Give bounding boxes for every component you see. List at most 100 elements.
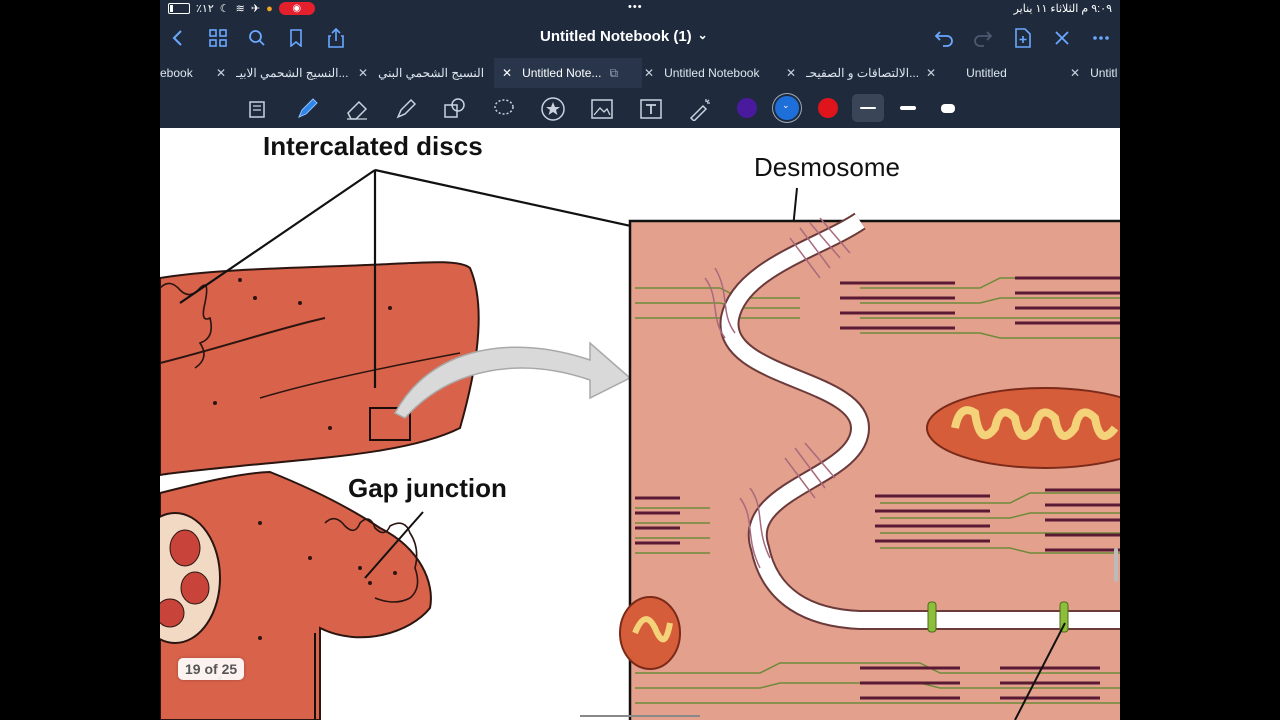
grid-view-button[interactable] — [206, 26, 230, 50]
label-intercalated-discs: Intercalated discs — [263, 131, 483, 161]
mitochondrion-small — [619, 596, 681, 670]
page-indicator[interactable]: 19 of 25 — [178, 658, 245, 680]
multitask-dots[interactable]: ••• — [628, 1, 643, 13]
image-tool[interactable] — [589, 96, 615, 122]
magnified-panel — [628, 219, 1120, 720]
share-button[interactable] — [324, 26, 348, 50]
label-line-gap — [364, 511, 424, 579]
back-button[interactable] — [166, 26, 190, 50]
muscle-fiber-upper — [160, 261, 480, 477]
airplane-icon: ✈ — [250, 3, 261, 15]
fiber-branch — [160, 317, 326, 364]
drawing-toolbar: ⌄ — [160, 88, 1120, 128]
tab-label: ebook — [160, 66, 193, 80]
add-page-icon — [1015, 28, 1031, 48]
zoom-region-box — [369, 407, 411, 441]
redo-button[interactable] — [971, 26, 995, 50]
pen-tool[interactable] — [294, 96, 320, 122]
close-tab-icon[interactable]: ✕ — [502, 66, 513, 80]
sticker-tool[interactable] — [540, 96, 566, 122]
dot-icon: ● — [266, 2, 273, 15]
search-button[interactable] — [245, 26, 269, 50]
color-swatch-red[interactable] — [818, 98, 838, 118]
more-button[interactable] — [1089, 26, 1113, 50]
shapes-icon — [444, 98, 465, 118]
mitochondrion — [926, 387, 1120, 469]
battery-percent: ٪١٢ — [196, 3, 214, 15]
gap-junction-zigzag — [324, 517, 419, 603]
laser-pointer-tool[interactable] — [687, 96, 713, 122]
tab-label: Untitled Note... — [522, 66, 602, 80]
intercalated-disc-zigzag — [160, 282, 213, 369]
chevron-down-icon: ⌄ — [697, 28, 708, 42]
color-swatch-blue-selected[interactable]: ⌄ — [775, 96, 799, 120]
notebook-title-text: Untitled Notebook (1) — [540, 28, 692, 45]
tab-label: النسيج الشحمي الابيـ... — [236, 66, 349, 80]
tab-7[interactable]: ✕ Untitled — [926, 58, 1066, 88]
tab-8[interactable]: ✕ Untitl — [1070, 58, 1120, 88]
eraser-tool[interactable] — [344, 96, 370, 122]
shape-tool[interactable] — [442, 96, 468, 122]
laser-pointer-icon — [689, 99, 710, 121]
grid-icon — [209, 29, 227, 47]
search-icon — [249, 30, 265, 46]
chevron-down-icon: ⌄ — [782, 100, 790, 110]
redo-icon — [974, 31, 993, 47]
undo-icon — [934, 31, 953, 47]
tab-label: Untitled Notebook — [664, 66, 760, 80]
recording-indicator[interactable]: ◉ — [278, 2, 315, 15]
more-icon — [1093, 36, 1109, 40]
lasso-icon — [494, 99, 514, 115]
stroke-width-thick[interactable] — [932, 94, 964, 122]
notebook-page[interactable]: Intercalated discs Desmosome Gap junctio… — [160, 128, 1120, 720]
tab-active[interactable]: ✕ Untitled Note... ⧉ — [494, 58, 642, 88]
image-icon — [591, 99, 613, 119]
close-tab-icon[interactable]: ✕ — [216, 66, 227, 80]
tab-1[interactable]: ebook — [160, 58, 220, 88]
thick-filaments — [635, 276, 1120, 700]
stroke-width-medium[interactable] — [892, 94, 924, 122]
close-tab-icon[interactable]: ✕ — [786, 66, 797, 80]
stroke-width-thin[interactable] — [852, 94, 884, 122]
star-sticker-icon — [541, 97, 565, 121]
tab-label: Untitl — [1090, 66, 1118, 80]
label-desmosome: Desmosome — [754, 152, 900, 182]
tab-3[interactable]: ✕ النسيج الشحمي البني — [358, 58, 488, 88]
close-tab-icon[interactable]: ✕ — [1070, 66, 1081, 80]
split-view-icon[interactable]: ⧉ — [609, 65, 619, 80]
bookmark-button[interactable] — [284, 26, 308, 50]
eraser-icon — [347, 100, 368, 120]
highlighter-tool[interactable] — [393, 96, 419, 122]
close-button[interactable] — [1050, 26, 1074, 50]
status-left: ٪١٢ ☾ ≋ ✈ ● ◉ — [168, 2, 315, 15]
tab-label: Untitled — [966, 66, 1007, 80]
cardiac-muscle-diagram — [160, 168, 1120, 720]
scrollbar-thumb[interactable] — [1114, 548, 1118, 582]
tab-bar: ebook ✕ النسيج الشحمي الابيـ... ✕ النسيج… — [160, 58, 1120, 88]
close-tab-icon[interactable]: ✕ — [358, 66, 369, 80]
add-page-button[interactable] — [1011, 26, 1035, 50]
tab-label: الالتصاقات و الصفيحـ... — [806, 66, 920, 80]
close-icon — [1055, 31, 1069, 45]
status-bar: ٪١٢ ☾ ≋ ✈ ● ◉ ••• ٩:٠٩ م الثلاثاء ١١ ينا… — [160, 0, 1120, 18]
tab-2[interactable]: ✕ النسيج الشحمي الابيـ... — [216, 58, 349, 88]
chevron-left-icon — [172, 30, 182, 46]
tab-6[interactable]: ✕ الالتصاقات و الصفيحـ... — [786, 58, 936, 88]
label-line-gap-channel — [1014, 622, 1066, 720]
gap-junction-channels — [927, 601, 1069, 633]
read-mode-button[interactable] — [245, 96, 271, 122]
close-tab-icon[interactable]: ✕ — [926, 66, 937, 80]
tab-5[interactable]: ✕ Untitled Notebook — [644, 58, 784, 88]
notebook-title[interactable]: Untitled Notebook (1) ⌄ — [540, 28, 708, 45]
text-tool[interactable] — [638, 96, 664, 122]
share-icon — [328, 28, 344, 48]
ipad-screen: ٪١٢ ☾ ≋ ✈ ● ◉ ••• ٩:٠٩ م الثلاثاء ١١ ينا… — [160, 0, 1120, 720]
color-swatch-purple[interactable] — [737, 98, 757, 118]
lasso-tool[interactable] — [491, 96, 517, 122]
close-tab-icon[interactable]: ✕ — [644, 66, 655, 80]
undo-button[interactable] — [932, 26, 956, 50]
desmosome-structure — [704, 217, 851, 569]
highlighter-icon — [396, 98, 417, 119]
fiber-line — [259, 352, 461, 399]
nav-bar: Untitled Notebook (1) ⌄ — [160, 18, 1120, 58]
